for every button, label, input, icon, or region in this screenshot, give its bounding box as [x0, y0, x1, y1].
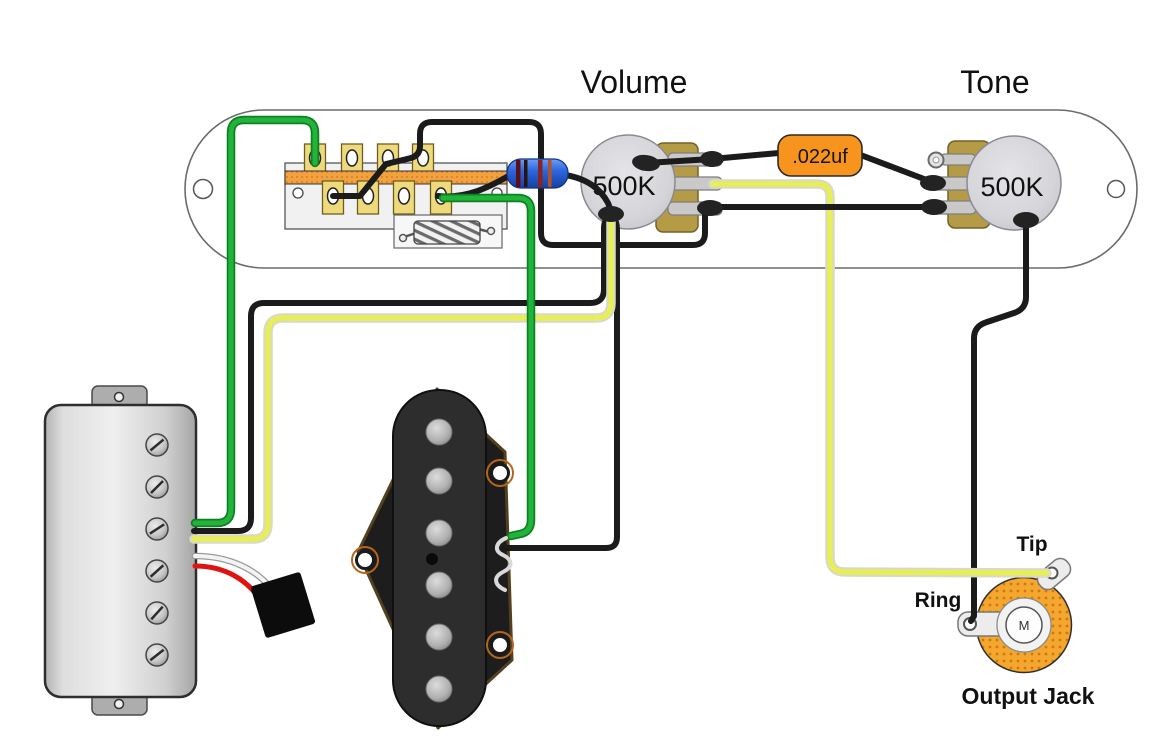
- solder-joint: [700, 151, 724, 167]
- capacitor-value: .022uf: [792, 146, 848, 168]
- wires: [189, 115, 1052, 624]
- solder-joint: [920, 175, 946, 191]
- humbucker-tab-hole-bottom: [113, 698, 125, 710]
- spring-hook-right: [486, 226, 496, 236]
- bridge-pickup-bobbin: [392, 389, 487, 727]
- screw-pole: [145, 601, 169, 625]
- wire-volume-to-tip-yellow: [710, 181, 1050, 576]
- solder-joint: [1013, 212, 1039, 228]
- wire-humbucker-yellow: [191, 217, 614, 542]
- pole-piece: [425, 519, 453, 547]
- taped-wires: [250, 572, 316, 638]
- plate-screw-hole-right: [1106, 179, 1126, 199]
- bridge-pickup-lead-squiggle: [494, 536, 513, 592]
- resistor-body: [506, 158, 569, 189]
- resistor-band: [524, 160, 528, 187]
- pole-piece: [425, 623, 453, 651]
- bridge-pickup: [351, 387, 514, 730]
- treble-bleed-resistor: [506, 158, 569, 189]
- wire-switch-to-volume-black: [330, 119, 708, 248]
- spring-hook-left: [398, 233, 408, 243]
- switch-mount-hole-left: [292, 187, 304, 199]
- ring-label: Ring: [915, 589, 962, 612]
- screw-pole: [145, 517, 169, 541]
- tip-label: Tip: [1016, 533, 1047, 556]
- bobbin-dot: [426, 553, 438, 565]
- plate-screw-hole-left: [192, 178, 214, 200]
- pole-piece: [425, 418, 453, 446]
- resistor-band: [516, 160, 521, 187]
- screw-pole: [145, 475, 169, 499]
- neck-humbucker: [43, 385, 198, 716]
- bridge-mount-holes: [351, 459, 514, 659]
- humbucker-body: [43, 403, 198, 699]
- solder-joints: [598, 151, 1039, 228]
- solder-joint: [697, 200, 723, 216]
- wire-bridge-green: [440, 195, 534, 539]
- output-jack-label: Output Jack: [962, 683, 1095, 709]
- tone-pot-body: [966, 135, 1062, 231]
- resistor-band: [548, 160, 552, 187]
- tone-pot-value: 500K: [980, 172, 1043, 202]
- tone-capacitor: .022uf: [777, 134, 863, 177]
- tone-pot: 500K: [927, 135, 1062, 231]
- pole-piece: [425, 467, 453, 495]
- capacitor-body: [777, 134, 863, 177]
- switch-spring-assembly: [393, 214, 503, 249]
- tone-lug-eyelet-hole: [932, 156, 940, 164]
- humbucker-screws: [145, 433, 169, 667]
- solder-joint: [598, 206, 624, 222]
- screw-pole: [145, 559, 169, 583]
- tone-label: Tone: [960, 64, 1029, 100]
- pole-piece: [425, 675, 453, 703]
- humbucker-tab-hole-top: [113, 391, 125, 403]
- jack-center: [1005, 606, 1043, 644]
- solder-joint: [921, 199, 947, 215]
- screw-pole: [145, 643, 169, 667]
- bridge-pole-pieces: [425, 418, 453, 703]
- wire-humbucker-green: [192, 117, 318, 526]
- switch-spring: [413, 220, 481, 245]
- screw-pole: [145, 433, 169, 457]
- resistor-band: [538, 160, 543, 187]
- wire-tone-to-ring-black: [968, 216, 1029, 624]
- output-jack: M: [957, 557, 1073, 674]
- wire-humbucker-black: [191, 213, 613, 534]
- solder-joint: [632, 154, 660, 172]
- pole-piece: [425, 571, 453, 599]
- jack-mono-marking: M: [1019, 618, 1030, 633]
- volume-label: Volume: [581, 64, 688, 100]
